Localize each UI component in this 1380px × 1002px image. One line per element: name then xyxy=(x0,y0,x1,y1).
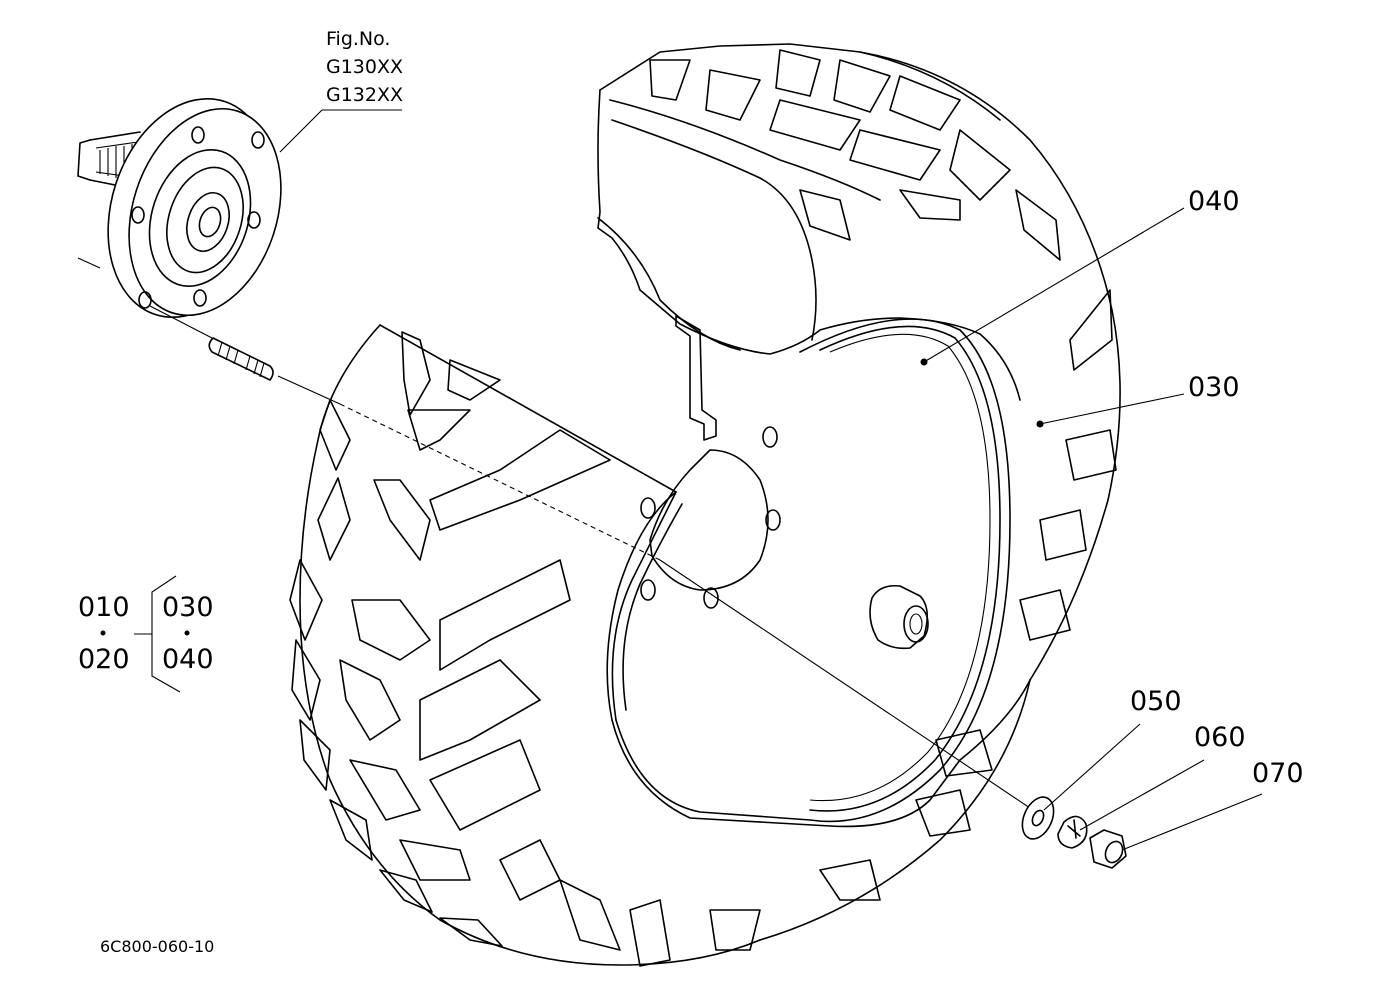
label-070: 070 xyxy=(1252,758,1304,789)
fig-number-1: G130XX xyxy=(326,56,403,78)
tire-upper-section xyxy=(597,43,1021,441)
group-020: 020 xyxy=(78,644,130,675)
fig-heading: Fig.No. xyxy=(326,28,390,50)
fastener-set xyxy=(1021,796,1127,869)
callout-labels: 040 030 050 060 070 xyxy=(1130,186,1304,789)
group-040: 040 xyxy=(162,644,214,675)
label-050: 050 xyxy=(1130,686,1182,717)
fig-leader-line xyxy=(279,109,402,153)
callout-leaders xyxy=(920,207,1263,851)
label-060: 060 xyxy=(1194,722,1246,753)
assembly-axis-lines xyxy=(149,305,1031,809)
drawing-number: 6C800-060-10 xyxy=(100,937,214,956)
figure-number-block: Fig.No. G130XX G132XX xyxy=(279,28,403,153)
wheel-rim xyxy=(611,318,1011,823)
fig-number-2: G132XX xyxy=(326,84,403,106)
group-010: 010 xyxy=(78,592,130,623)
tire-lower-section xyxy=(289,51,1121,967)
hub-flange xyxy=(77,97,282,319)
group-030: 030 xyxy=(162,592,214,623)
label-040: 040 xyxy=(1188,186,1240,217)
stud-bolt xyxy=(208,337,274,381)
label-030: 030 xyxy=(1188,372,1240,403)
assembly-group: 010 020 030 040 xyxy=(78,575,214,693)
